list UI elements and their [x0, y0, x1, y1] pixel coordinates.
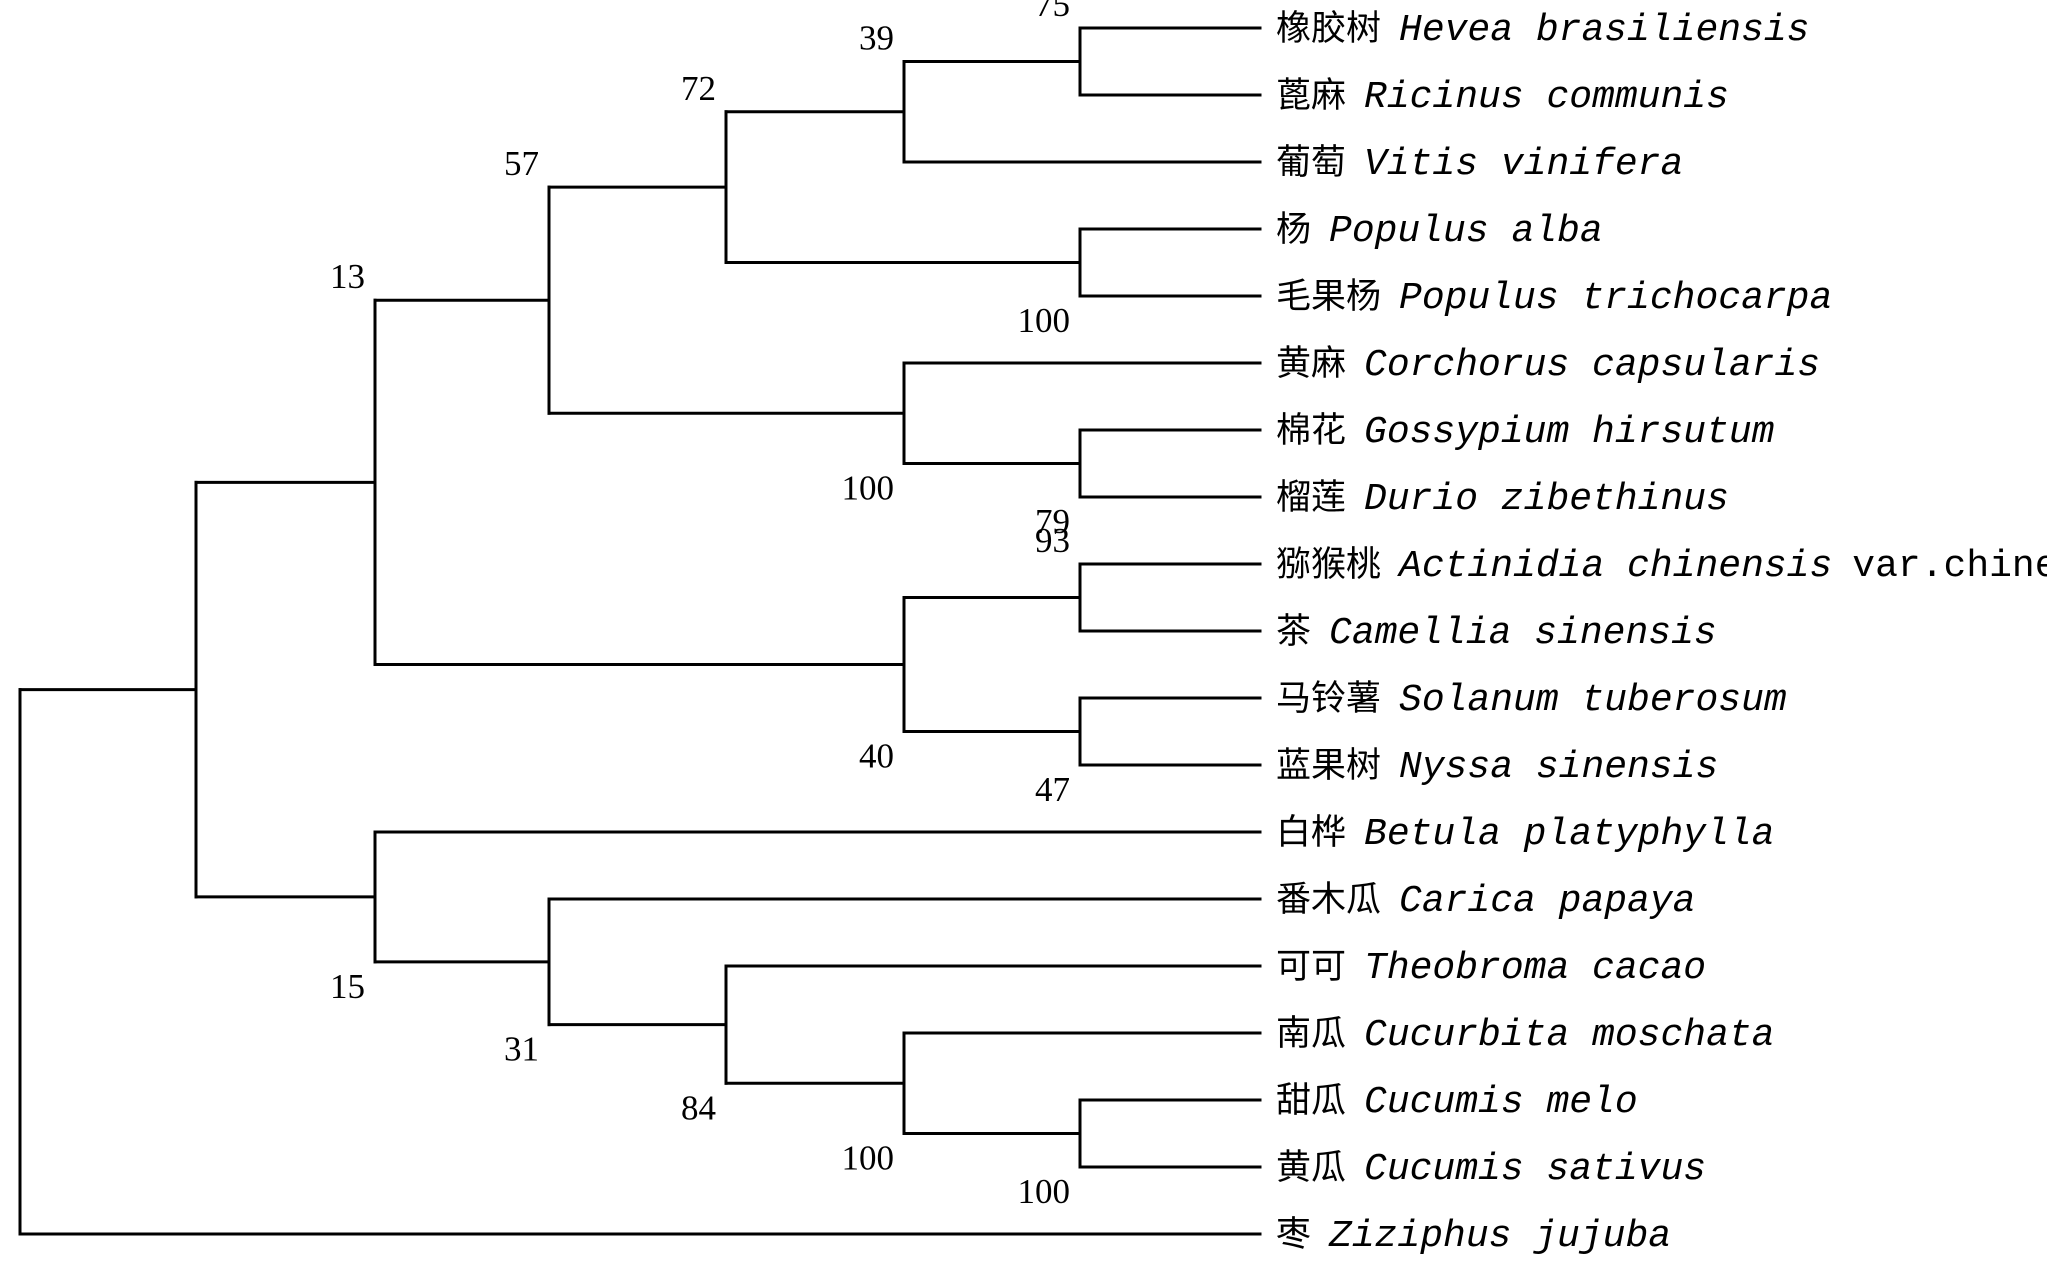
- taxon-common-name: 甜瓜: [1276, 1081, 1346, 1121]
- taxon-scientific-name: Carica papaya: [1399, 880, 1695, 923]
- taxon-common-name: 猕猴桃: [1276, 545, 1381, 585]
- taxon-common-name: 橡胶树: [1276, 9, 1381, 49]
- taxon-label: 甜瓜 Cucumis melo: [1276, 1081, 1638, 1124]
- bootstrap-value: 100: [1018, 1172, 1071, 1211]
- taxon-label: 蓝果树 Nyssa sinensis: [1276, 746, 1718, 789]
- taxon-label: 榴莲 Durio zibethinus: [1276, 478, 1729, 521]
- taxon-common-name: 黄麻: [1276, 344, 1346, 384]
- taxon-common-name: 葡萄: [1276, 143, 1346, 183]
- taxon-common-name: 棉花: [1276, 411, 1346, 451]
- taxon-scientific-name: Ziziphus jujuba: [1328, 1215, 1671, 1258]
- taxon-label: 橡胶树 Hevea brasiliensis: [1276, 9, 1809, 52]
- taxon-scientific-name: Hevea brasiliensis: [1399, 9, 1809, 52]
- taxon-scientific-name: Theobroma cacao: [1364, 947, 1706, 990]
- taxon-common-name: 毛果杨: [1276, 277, 1381, 317]
- bootstrap-value: 31: [504, 1030, 539, 1069]
- taxon-scientific-name: Cucurbita moschata: [1364, 1014, 1774, 1057]
- taxon-scientific-name: Populus trichocarpa: [1399, 277, 1832, 320]
- taxon-label: 棉花 Gossypium hirsutum: [1276, 411, 1774, 454]
- taxon-label: 可可 Theobroma cacao: [1276, 947, 1706, 990]
- taxon-label: 毛果杨 Populus trichocarpa: [1276, 277, 1832, 320]
- taxon-label: 黄麻 Corchorus capsularis: [1276, 344, 1820, 387]
- taxon-label: 茶 Camellia sinensis: [1276, 612, 1717, 655]
- bootstrap-value: 15: [330, 967, 365, 1006]
- taxon-scientific-name: Betula platyphylla: [1364, 813, 1774, 856]
- taxon-common-name: 可可: [1276, 947, 1346, 987]
- bootstrap-value: 100: [1018, 301, 1071, 340]
- bootstrap-value: 84: [681, 1088, 716, 1127]
- taxon-common-name: 马铃薯: [1276, 679, 1381, 719]
- taxon-scientific-name: Cucumis melo: [1364, 1081, 1638, 1124]
- bootstrap-value: 93: [1035, 521, 1070, 560]
- taxon-scientific-name: Durio zibethinus: [1364, 478, 1729, 521]
- bootstrap-value: 72: [681, 69, 716, 108]
- bootstrap-value: 40: [859, 737, 894, 776]
- taxon-scientific-name: Gossypium hirsutum: [1364, 411, 1774, 454]
- bootstrap-value: 75: [1035, 0, 1070, 24]
- taxon-label: 枣 Ziziphus jujuba: [1276, 1215, 1671, 1258]
- taxon-common-name: 蓖麻: [1276, 76, 1346, 116]
- taxon-label: 葡萄 Vitis vinifera: [1276, 143, 1683, 186]
- taxon-label: 蓖麻 Ricinus communis: [1276, 76, 1729, 119]
- taxon-common-name: 枣: [1276, 1215, 1311, 1255]
- taxon-scientific-name: Vitis vinifera: [1364, 143, 1683, 186]
- taxon-scientific-name: Ricinus communis: [1364, 76, 1729, 119]
- taxon-common-name: 番木瓜: [1276, 880, 1381, 920]
- taxon-scientific-name: Populus alba: [1329, 210, 1603, 253]
- bootstrap-value: 79: [1035, 502, 1070, 541]
- taxon-scientific-name: Camellia sinensis: [1329, 612, 1717, 655]
- taxon-common-name: 白桦: [1276, 813, 1346, 853]
- taxon-label: 黄瓜 Cucumis sativus: [1276, 1148, 1706, 1191]
- taxon-variety: var.chinensis: [1852, 545, 2047, 588]
- taxon-common-name: 黄瓜: [1276, 1148, 1346, 1188]
- taxon-common-name: 榴莲: [1276, 478, 1346, 518]
- bootstrap-value: 100: [842, 1139, 895, 1178]
- taxon-common-name: 南瓜: [1276, 1014, 1346, 1054]
- taxon-scientific-name: Actinidia chinensis: [1397, 545, 1832, 588]
- taxon-label: 番木瓜 Carica papaya: [1276, 880, 1695, 923]
- taxon-common-name: 茶: [1276, 612, 1311, 652]
- taxon-label: 马铃薯 Solanum tuberosum: [1276, 679, 1787, 722]
- bootstrap-value: 57: [504, 144, 539, 183]
- bootstrap-value: 100: [842, 469, 895, 508]
- bootstrap-value: 39: [859, 19, 894, 58]
- taxon-scientific-name: Corchorus capsularis: [1364, 344, 1820, 387]
- taxon-scientific-name: Solanum tuberosum: [1399, 679, 1787, 722]
- bootstrap-value: 13: [330, 257, 365, 296]
- taxon-scientific-name: Nyssa sinensis: [1399, 746, 1718, 789]
- taxon-label: 杨 Populus alba: [1276, 210, 1603, 253]
- taxon-scientific-name: Cucumis sativus: [1364, 1148, 1706, 1191]
- taxon-common-name: 蓝果树: [1276, 746, 1381, 786]
- taxon-label: 猕猴桃 Actinidia chinensis var.chinensis: [1276, 545, 2047, 588]
- taxon-label: 南瓜 Cucurbita moschata: [1276, 1014, 1774, 1057]
- taxon-common-name: 杨: [1276, 210, 1311, 250]
- taxon-label: 白桦 Betula platyphylla: [1276, 813, 1774, 856]
- bootstrap-value: 47: [1035, 770, 1070, 809]
